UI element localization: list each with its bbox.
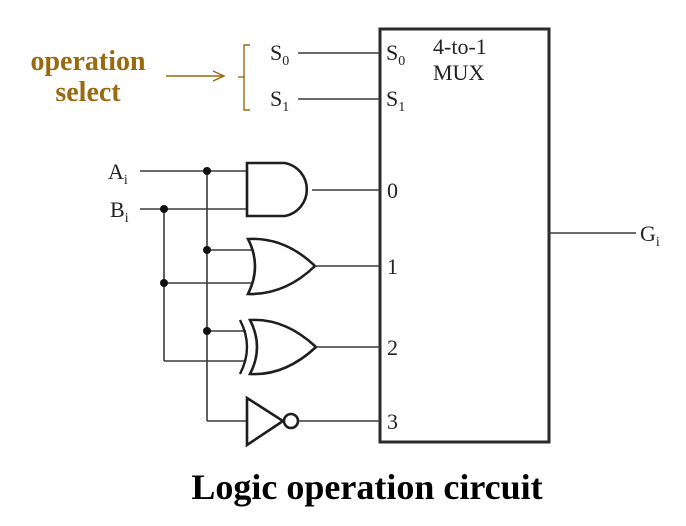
mux-pin-1: 1	[387, 254, 398, 279]
mux-pin-2: 2	[387, 335, 398, 360]
annotation-brace	[238, 44, 250, 111]
mux-pin-0: 0	[387, 178, 398, 203]
junction-dot	[160, 205, 168, 213]
mux-box	[378, 27, 551, 444]
or-gate	[245, 237, 317, 296]
junction-dot	[203, 246, 211, 254]
mux-title-line2: MUX	[433, 60, 484, 85]
annotation-select: select	[55, 77, 121, 108]
wires-a	[140, 170, 254, 422]
input-label-a: Ai	[108, 159, 128, 188]
mux-pin-s0: S0	[386, 40, 405, 69]
and-gate	[245, 161, 309, 218]
select-input-s1: S1	[270, 86, 289, 115]
input-label-b: Bi	[110, 197, 129, 226]
annotation-arrow	[166, 70, 226, 82]
mux-pin-s1: S1	[386, 86, 405, 115]
annotation-operation: operation	[30, 46, 146, 77]
figure-title: Logic operation circuit	[191, 467, 542, 507]
xor-gate	[238, 318, 318, 376]
junction-dot	[160, 279, 168, 287]
junction-dot	[203, 167, 211, 175]
not-gate	[245, 395, 300, 448]
mux-title-line1: 4-to-1	[433, 34, 487, 59]
wires-b	[140, 208, 254, 362]
output-label-g: Gi	[640, 221, 660, 250]
select-input-s0: S0	[270, 40, 289, 69]
inverter-bubble	[282, 412, 300, 430]
mux-pin-3: 3	[387, 409, 398, 434]
junction-dot	[203, 327, 211, 335]
